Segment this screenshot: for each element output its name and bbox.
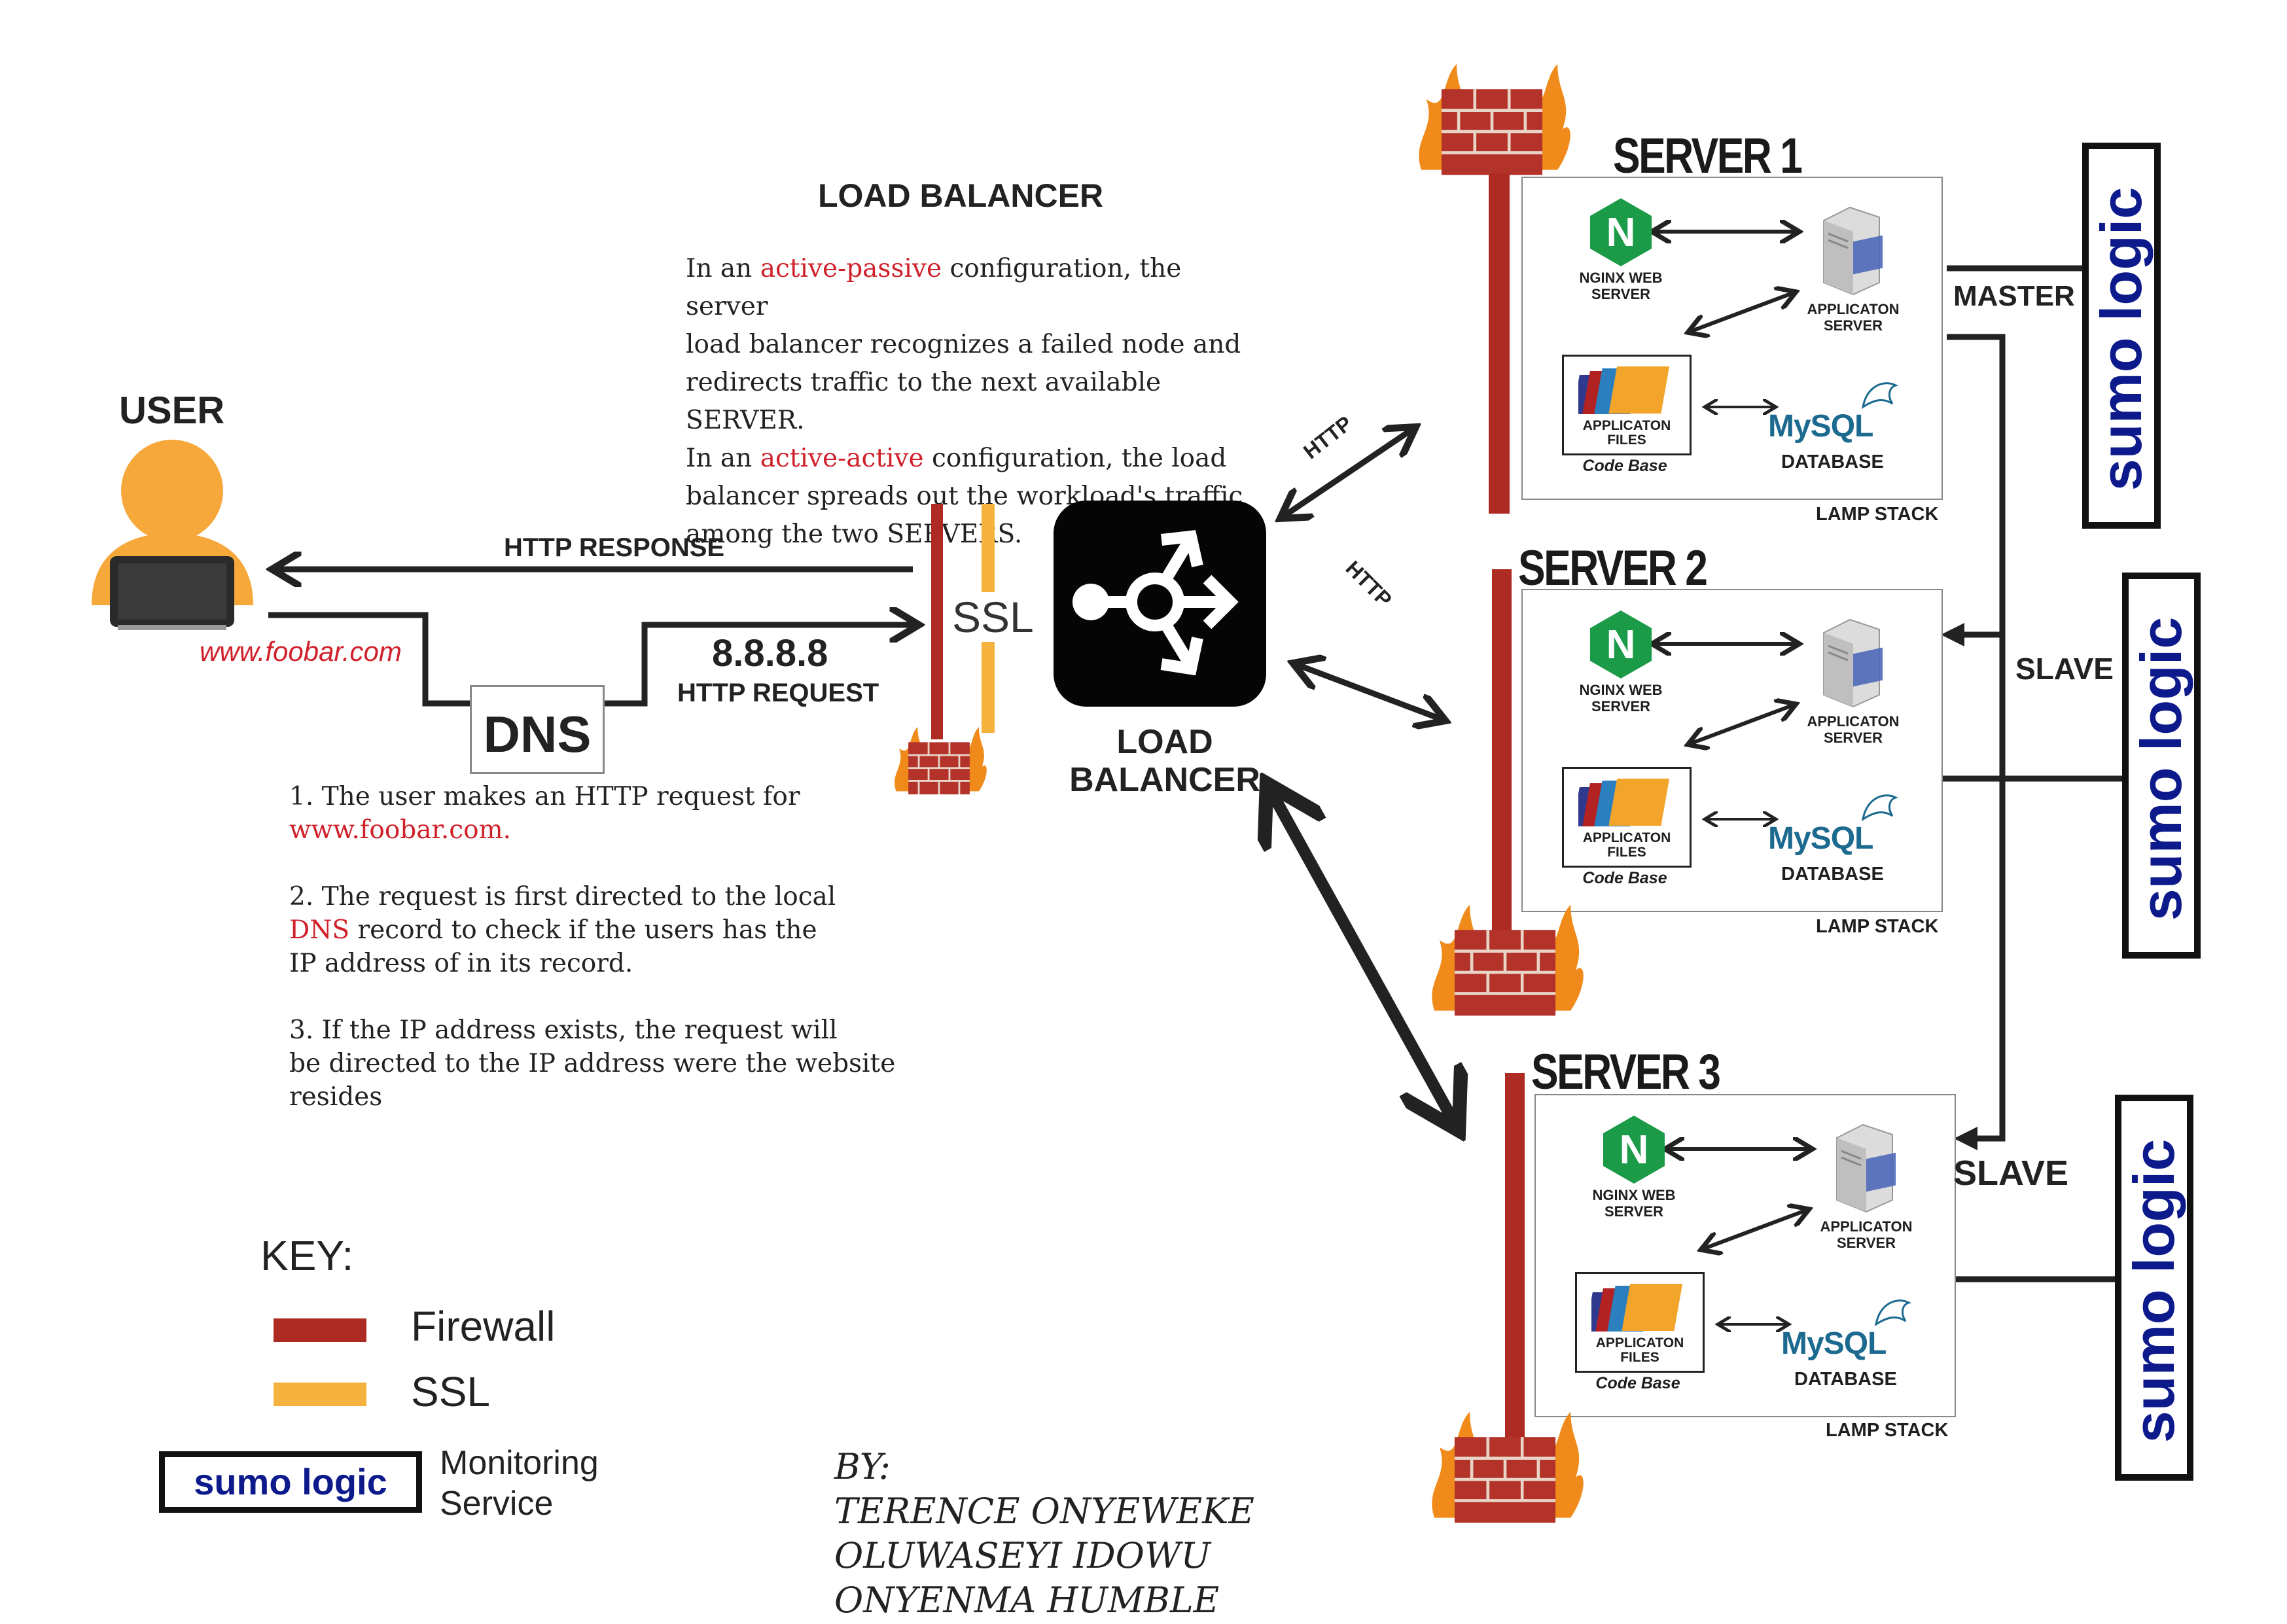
sumo-logic-server1: sumo logic: [2082, 143, 2161, 529]
app-server-icon: [1823, 618, 1883, 708]
database-label: DATABASE: [1781, 864, 1884, 885]
replication-to-server3: [1954, 635, 2006, 1150]
http-response-label: HTTP RESPONSE: [504, 533, 725, 562]
page-title: LOAD BALANCER: [818, 177, 1104, 214]
key-sumo-logo: sumo logic: [159, 1451, 422, 1513]
folder-files-icon: [1578, 366, 1670, 414]
user-url: www.foobar.com: [200, 636, 402, 667]
code-base-label: Code Base: [1582, 457, 1667, 475]
replication-to-server2: [1941, 334, 2006, 646]
code-base-label: Code Base: [1582, 869, 1667, 887]
server1-arrows: [1523, 178, 1941, 499]
key-ssl-swatch: [274, 1383, 366, 1406]
user-label: USER: [119, 389, 225, 432]
lb-server1-arrow: [1283, 429, 1413, 517]
steps-text: 1. The user makes an HTTP request for ww…: [289, 782, 896, 1112]
mysql-dolphin-icon: [1861, 794, 1899, 822]
firewall-icon: [895, 726, 987, 795]
firewall-icon-server2: [1432, 904, 1584, 1016]
firewall-icon-server1: [1419, 63, 1570, 175]
server3-title: SERVER 3: [1531, 1044, 1721, 1100]
server2-stack-label: LAMP STACK: [1816, 916, 1939, 937]
key-ssl-label: SSL: [411, 1368, 490, 1415]
user-icon: [92, 440, 253, 630]
server2-title: SERVER 2: [1518, 540, 1708, 596]
server3-stack-label: LAMP STACK: [1826, 1420, 1949, 1441]
server2-role: SLAVE: [2015, 652, 2114, 686]
nginx-icon: N: [1590, 198, 1652, 266]
svg-text:N: N: [1620, 1127, 1649, 1173]
folder-files-icon: [1591, 1284, 1683, 1332]
mysql-logo: MySQL: [1768, 821, 1873, 856]
server1-role: MASTER: [1953, 280, 2075, 312]
server2-arrows: [1523, 590, 1941, 911]
app-server-icon: [1823, 206, 1883, 296]
sumo-logic-server2: sumo logic: [2122, 573, 2201, 959]
mysql-logo: MySQL: [1768, 409, 1873, 444]
nginx-icon: N: [1603, 1116, 1665, 1184]
load-balancer-icon: [1054, 501, 1266, 707]
lb-server2-arrow: [1296, 664, 1443, 720]
svg-text:N: N: [1606, 622, 1636, 667]
http-request-label: HTTP REQUEST: [677, 679, 879, 707]
nginx-icon: N: [1590, 610, 1652, 679]
svg-text:N: N: [1606, 210, 1636, 255]
mysql-logo: MySQL: [1781, 1326, 1887, 1361]
description: In an active-passive configuration, the …: [686, 254, 1243, 549]
ip-address-label: 8.8.8.8: [712, 632, 828, 675]
key-monitoring-label: Monitoring Service: [440, 1444, 599, 1523]
laptop-icon: [110, 556, 234, 630]
firewall-icon-server3: [1432, 1411, 1584, 1523]
load-balancer-label: LOAD BALANCER: [1069, 723, 1260, 799]
firewall-bar-server3: [1505, 1073, 1525, 1446]
dns-label: DNS: [483, 705, 592, 763]
server3-arrows: [1536, 1095, 1955, 1416]
firewall-bar-server1: [1489, 173, 1510, 514]
key-firewall-swatch: [274, 1318, 366, 1342]
sumo-logic-server3: sumo logic: [2115, 1095, 2193, 1481]
app-server-icon: [1836, 1123, 1896, 1213]
firewall-bar-server2: [1492, 569, 1512, 936]
key-firewall-label: Firewall: [411, 1303, 556, 1350]
server1-stack-label: LAMP STACK: [1816, 504, 1939, 525]
lb-server3-arrow: [1269, 788, 1456, 1125]
dns-box: DNS: [470, 685, 605, 774]
server1-title: SERVER 1: [1613, 128, 1803, 184]
authors: BY: TERENCE ONYEWEKE OLUWASEYI IDOWU ONY…: [834, 1446, 1254, 1621]
database-label: DATABASE: [1794, 1369, 1897, 1390]
firewall-bar-lb: [931, 504, 943, 739]
ssl-label: SSL: [952, 592, 1034, 642]
mysql-dolphin-icon: [1861, 382, 1899, 410]
server3-role: SLAVE: [1953, 1154, 2069, 1193]
mysql-dolphin-icon: [1874, 1299, 1912, 1327]
database-label: DATABASE: [1781, 451, 1884, 472]
code-base-label: Code Base: [1595, 1374, 1680, 1392]
folder-files-icon: [1578, 779, 1670, 826]
key-title: KEY:: [260, 1232, 354, 1279]
